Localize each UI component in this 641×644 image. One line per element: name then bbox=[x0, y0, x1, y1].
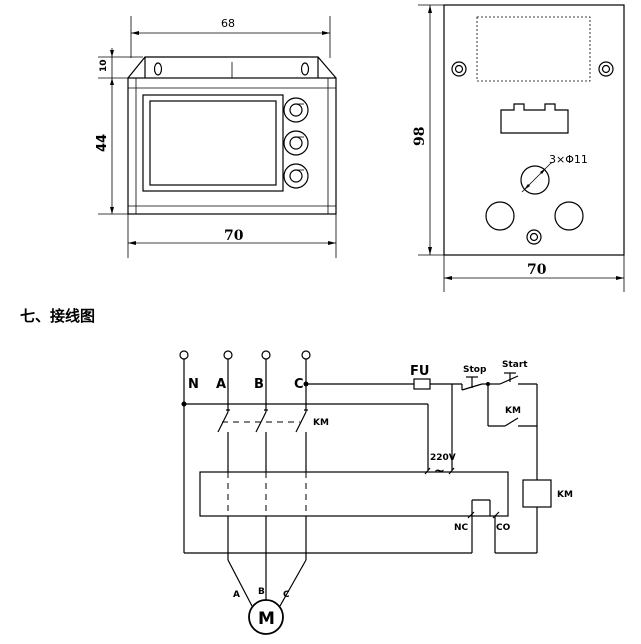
dim-height-tab: 10 bbox=[99, 59, 109, 72]
fuse-label: FU bbox=[410, 364, 429, 379]
motor-phase-c: C bbox=[283, 590, 290, 600]
start-label: Start bbox=[502, 360, 528, 370]
relay-nc-label: NC bbox=[454, 523, 469, 533]
terminal-c bbox=[301, 350, 311, 360]
dim-height: 98 bbox=[412, 127, 428, 146]
motor-phase-b: B bbox=[258, 587, 265, 597]
motor-phase-a: A bbox=[233, 590, 240, 600]
stop-label: Stop bbox=[463, 365, 487, 375]
coil-label: KM bbox=[557, 490, 573, 500]
side-view: 3×Φ11 98 70 bbox=[412, 4, 625, 292]
terminal-label-c: C bbox=[294, 377, 304, 392]
dim-width: 70 bbox=[527, 262, 547, 278]
supply-label: 220V bbox=[430, 453, 456, 463]
terminal-label-a: A bbox=[216, 377, 226, 392]
section-title: 七、接线图 bbox=[20, 307, 95, 325]
terminal-label-n: N bbox=[188, 377, 199, 392]
dim-width-top: 68 bbox=[221, 17, 235, 30]
protector-module bbox=[199, 471, 509, 517]
terminal-a bbox=[223, 350, 233, 360]
hole-size-label: 3×Φ11 bbox=[549, 153, 588, 166]
terminal-label-b: B bbox=[254, 377, 264, 392]
supply-symbol: ~ bbox=[434, 464, 445, 479]
motor-label: M bbox=[258, 609, 275, 629]
motor-symbol bbox=[248, 599, 284, 635]
dim-height-body: 44 bbox=[95, 134, 110, 152]
terminal-b bbox=[261, 350, 271, 360]
relay-co-label: CO bbox=[496, 523, 511, 533]
aux-contact-label: KM bbox=[505, 406, 521, 416]
wiring-diagram: N A B C FU Stop Start bbox=[179, 350, 573, 635]
front-view: 68 10 44 bbox=[95, 16, 337, 258]
dim-width-bottom: 70 bbox=[224, 228, 244, 244]
main-contactor-label: KM bbox=[313, 418, 329, 428]
terminal-n bbox=[179, 350, 189, 360]
